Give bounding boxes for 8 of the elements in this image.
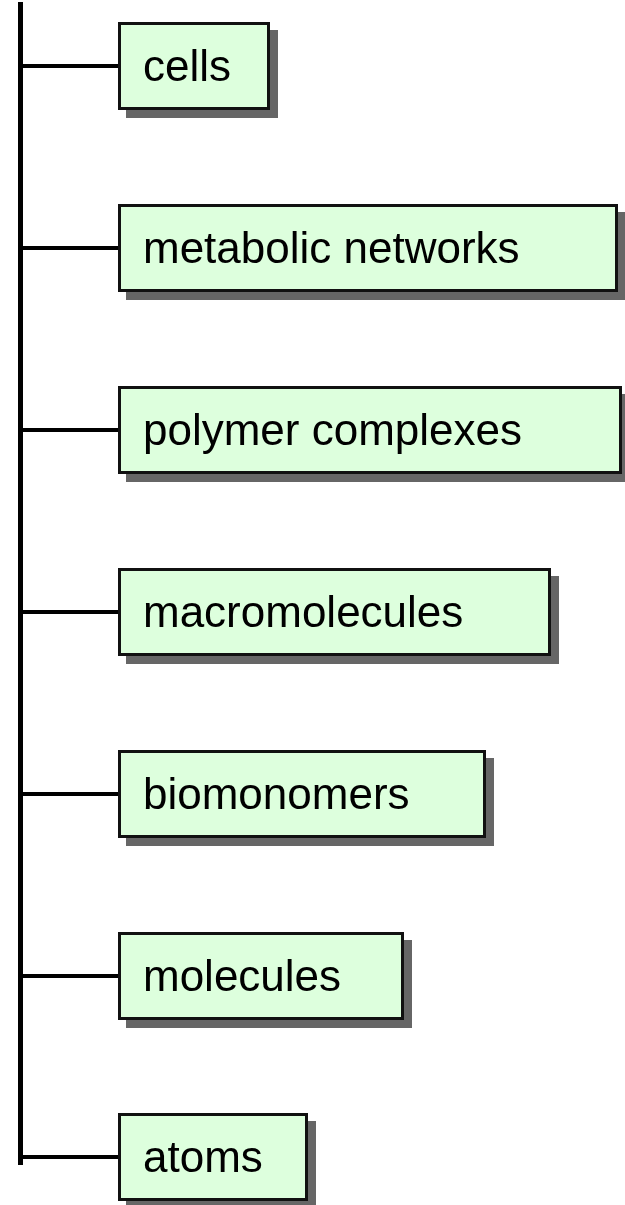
trunk-bar [18,2,23,1165]
connector-line [23,64,118,68]
connector-line [23,428,118,432]
connector-line [23,974,118,978]
connector-line [23,792,118,796]
connector-line [23,1155,118,1159]
connector-line [23,610,118,614]
connector-line [23,246,118,250]
